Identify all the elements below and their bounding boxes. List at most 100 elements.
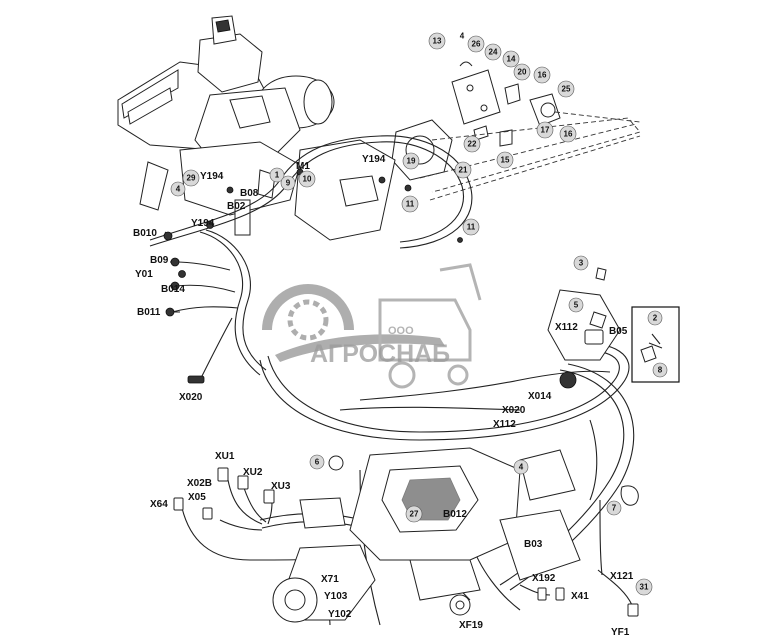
callout-2: 2 <box>647 310 663 326</box>
svg-text:31: 31 <box>640 583 649 592</box>
svg-text:14: 14 <box>507 55 516 64</box>
label-x112: X112 <box>555 322 578 333</box>
label-y103: Y103 <box>324 591 348 602</box>
callout-3: 3 <box>573 255 589 271</box>
svg-text:15: 15 <box>501 156 510 165</box>
label-x020: X020 <box>502 405 526 416</box>
transmission-drawing <box>272 289 621 623</box>
component-labels: Y194 M1 Y194 B08 B02 Y194 B010 B09 Y01 B… <box>133 154 634 638</box>
callout-21: 21 <box>454 161 472 179</box>
callout-29: 29 <box>182 169 200 187</box>
label-b03: B03 <box>524 539 543 550</box>
callout-31: 31 <box>635 578 653 596</box>
svg-text:3: 3 <box>579 259 584 268</box>
callout-15: 15 <box>496 151 514 169</box>
label-b010: B010 <box>133 228 157 239</box>
callouts: 13 4 26 24 14 20 16 25 17 16 22 15 19 21… <box>170 32 668 596</box>
callout-7: 7 <box>606 500 622 516</box>
connectors <box>163 168 639 617</box>
callout-11: 11 <box>462 218 480 236</box>
label-x02b: X02B <box>187 478 212 489</box>
label-xu2: XU2 <box>243 467 263 478</box>
callout-16: 16 <box>533 66 551 84</box>
label-x05: X05 <box>188 492 206 503</box>
watermark-prefix: ООО <box>388 325 414 337</box>
label-yf1: YF1 <box>611 627 630 638</box>
svg-text:22: 22 <box>468 140 477 149</box>
svg-text:25: 25 <box>562 85 571 94</box>
svg-text:21: 21 <box>459 166 468 175</box>
callout-24: 24 <box>484 43 502 61</box>
label-b08: B08 <box>240 188 259 199</box>
callout-19: 19 <box>402 152 420 170</box>
svg-text:13: 13 <box>433 37 442 46</box>
label-b05: B05 <box>609 326 628 337</box>
svg-text:10: 10 <box>303 175 312 184</box>
watermark-brand: АГРОСНАБ <box>310 340 450 368</box>
callout-1: 1 <box>269 167 285 183</box>
callout-26: 26 <box>467 35 485 53</box>
label-b02: B02 <box>227 201 246 212</box>
svg-text:29: 29 <box>187 174 196 183</box>
label-xu3: XU3 <box>271 481 291 492</box>
svg-text:16: 16 <box>538 71 547 80</box>
callout-4: 4 <box>513 459 529 475</box>
callout-27: 27 <box>405 505 423 523</box>
svg-text:20: 20 <box>518 68 527 77</box>
svg-text:16: 16 <box>564 130 573 139</box>
svg-text:17: 17 <box>541 126 550 135</box>
label-x41: X41 <box>571 591 589 602</box>
label-y194: Y194 <box>191 218 215 229</box>
callout-5: 5 <box>568 297 584 313</box>
svg-text:6: 6 <box>315 458 320 467</box>
label-x020: X020 <box>179 392 203 403</box>
callout-4: 4 <box>460 32 465 41</box>
callout-14: 14 <box>502 50 520 68</box>
callout-22: 22 <box>463 135 481 153</box>
label-b012: B012 <box>443 509 467 520</box>
callout-25: 25 <box>557 80 575 98</box>
svg-text:4: 4 <box>460 32 465 41</box>
callout-16: 16 <box>559 125 577 143</box>
label-x112: X112 <box>493 419 516 430</box>
label-x014: X014 <box>528 391 552 402</box>
label-x121: X121 <box>610 571 634 582</box>
label-m1: M1 <box>296 161 310 172</box>
callout-4: 4 <box>170 181 186 197</box>
svg-text:19: 19 <box>407 157 416 166</box>
svg-text:27: 27 <box>410 510 419 519</box>
callout-9: 9 <box>280 175 296 191</box>
label-xf19: XF19 <box>459 620 483 631</box>
label-y194: Y194 <box>200 171 224 182</box>
svg-text:11: 11 <box>406 200 415 209</box>
svg-text:26: 26 <box>472 40 481 49</box>
label-y102: Y102 <box>328 609 352 620</box>
callout-6: 6 <box>309 454 325 470</box>
svg-text:8: 8 <box>658 366 663 375</box>
bracket-assembly-drawing <box>419 61 641 201</box>
svg-text:2: 2 <box>653 314 658 323</box>
label-b09: B09 <box>150 255 169 266</box>
svg-text:24: 24 <box>489 48 498 57</box>
callout-17: 17 <box>536 121 554 139</box>
watermark-logo <box>262 263 482 389</box>
callout-8: 8 <box>652 362 668 378</box>
callout-13: 13 <box>428 32 446 50</box>
callout-20: 20 <box>513 63 531 81</box>
svg-text:4: 4 <box>519 463 524 472</box>
label-x71: X71 <box>321 574 339 585</box>
label-x192: X192 <box>532 573 556 584</box>
label-y194: Y194 <box>362 154 386 165</box>
label-x64: X64 <box>150 499 168 510</box>
svg-text:1: 1 <box>275 171 280 180</box>
callout-10: 10 <box>298 170 316 188</box>
engine-assembly-drawing <box>117 15 453 241</box>
svg-text:5: 5 <box>574 301 579 310</box>
svg-text:4: 4 <box>176 185 181 194</box>
label-xu1: XU1 <box>215 451 235 462</box>
label-b014: B014 <box>161 284 185 295</box>
label-b011: B011 <box>137 307 161 318</box>
callout-11: 11 <box>401 195 419 213</box>
svg-text:9: 9 <box>286 179 291 188</box>
